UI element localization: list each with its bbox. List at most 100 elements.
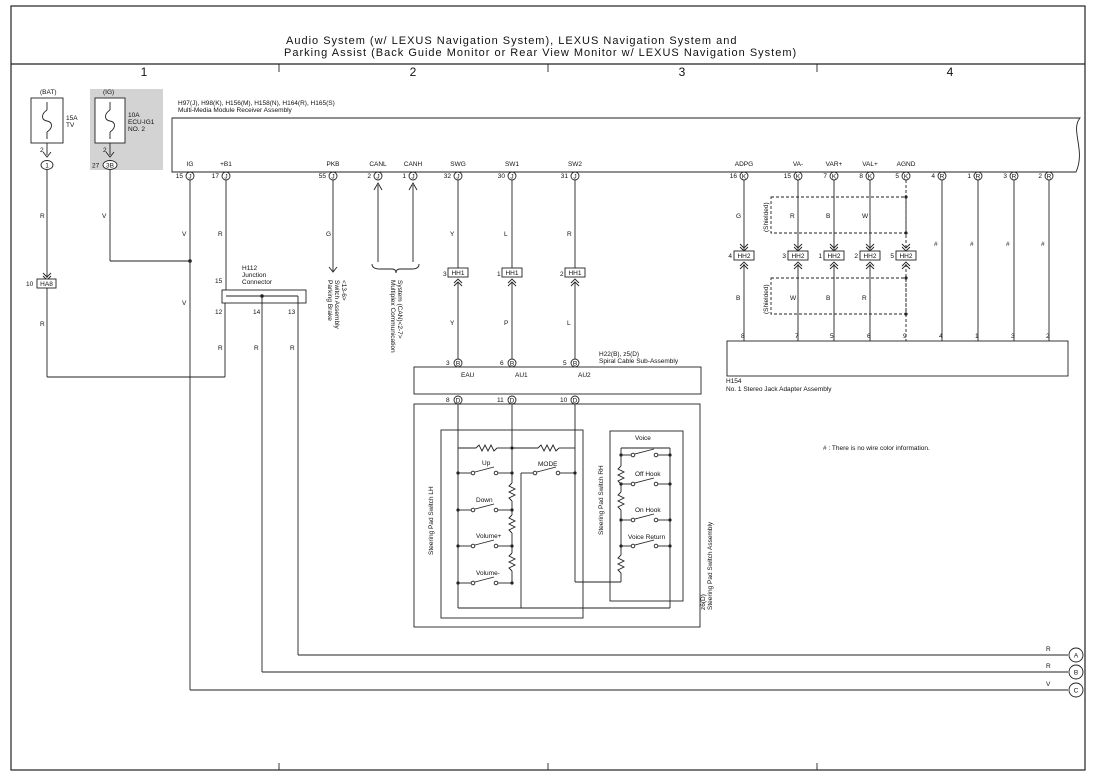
switch-label: Down [476, 497, 493, 504]
arrow-icon [373, 182, 383, 191]
column-ticks [278, 64, 818, 770]
brace [371, 263, 420, 274]
svg-text:2: 2 [1046, 333, 1050, 340]
svg-text:2: 2 [40, 147, 44, 154]
svg-text:31: 31 [561, 173, 569, 180]
svg-text:R: R [254, 345, 259, 352]
svg-text:15: 15 [176, 173, 184, 180]
switch-label: Voice Return [628, 534, 666, 541]
svg-text:Steering Pad Switch LH: Steering Pad Switch LH [428, 486, 435, 555]
switch: Voice Return [619, 534, 672, 549]
svg-text:SW1: SW1 [505, 161, 519, 168]
svg-text:Switch Assembly: Switch Assembly [333, 280, 340, 330]
svg-text:NO. 2: NO. 2 [128, 126, 145, 133]
svg-text:3: 3 [443, 271, 447, 278]
can-wires: Multiplex Communication System (CAN)<2-7… [371, 182, 420, 353]
svg-text:3: 3 [446, 360, 450, 367]
output-connector-label: A [1074, 653, 1079, 660]
svg-text:CANL: CANL [369, 161, 387, 168]
switch: Up [456, 460, 514, 476]
svg-text:#: # [1006, 241, 1010, 248]
svg-text:6: 6 [500, 360, 504, 367]
svg-text:R: R [1046, 663, 1051, 670]
svg-text:Multiplex Communication: Multiplex Communication [389, 280, 396, 353]
svg-text:J: J [456, 174, 459, 181]
svg-text:J: J [224, 174, 227, 181]
svg-text:K: K [904, 174, 909, 181]
arrow-icon [328, 266, 338, 273]
switch: Volume+ [456, 533, 514, 549]
svg-text:R: R [218, 345, 223, 352]
svg-text:CANH: CANH [404, 161, 423, 168]
svg-text:R: R [218, 231, 223, 238]
svg-text:R: R [976, 174, 981, 181]
svg-text:P: P [504, 320, 508, 327]
svg-text:K: K [868, 174, 873, 181]
svg-text:H154: H154 [726, 378, 742, 385]
receiver-assembly: H97(J), H98(K), H156(M), H158(N), H164(R… [171, 100, 1081, 173]
svg-text:PKB: PKB [326, 161, 339, 168]
svg-text:(Shielded): (Shielded) [763, 284, 770, 314]
svg-text:5: 5 [890, 253, 894, 260]
switch: On Hook [619, 507, 672, 523]
svg-text:1: 1 [45, 163, 49, 170]
svg-text:J: J [411, 174, 414, 181]
svg-text:R: R [567, 231, 572, 238]
svg-text:4: 4 [728, 253, 732, 260]
svg-text:Junction: Junction [242, 272, 267, 279]
svg-text:(BAT): (BAT) [40, 89, 57, 96]
svg-text:3: 3 [1011, 333, 1015, 340]
column-number: 1 [141, 65, 148, 79]
svg-text:SWG: SWG [450, 161, 466, 168]
connector-hh2: HH2 [899, 253, 912, 260]
diagram-title-line2: Parking Assist (Back Guide Monitor or Re… [284, 47, 797, 59]
svg-text:#: # [970, 241, 974, 248]
fuse-icon [42, 109, 52, 133]
svg-text:H97(J), H98(K), H156(M), H158(: H97(J), H98(K), H156(M), H158(N), H164(R… [178, 100, 335, 107]
svg-text:AU2: AU2 [578, 372, 591, 379]
svg-text:8: 8 [446, 397, 450, 404]
svg-text:11: 11 [497, 397, 504, 404]
svg-text:VAR+: VAR+ [826, 161, 843, 168]
svg-text:H22(B), z5(D): H22(B), z5(D) [599, 351, 639, 358]
pkb-wire: G Parking Brake Switch Assembly <13-6> [326, 180, 347, 330]
arrow-icon [105, 151, 115, 158]
svg-text:V: V [182, 300, 187, 307]
svg-text:Spiral Cable Sub-Assembly: Spiral Cable Sub-Assembly [599, 358, 679, 365]
svg-text:J: J [188, 174, 191, 181]
svg-text:#: # [1041, 241, 1045, 248]
svg-text:10: 10 [560, 397, 568, 404]
svg-text:R: R [1012, 174, 1017, 181]
svg-text:B: B [510, 361, 514, 368]
connector-hh1: HH1 [451, 270, 464, 277]
svg-text:System (CAN)<2-7>: System (CAN)<2-7> [396, 280, 403, 339]
connector-hh2: HH2 [791, 253, 804, 260]
svg-text:3: 3 [782, 253, 786, 260]
svg-text:K: K [832, 174, 837, 181]
svg-text:2: 2 [367, 173, 371, 180]
svg-text:VAL+: VAL+ [862, 161, 878, 168]
svg-text:12: 12 [215, 309, 223, 316]
fuse-icon [105, 109, 115, 133]
svg-text:W: W [790, 295, 797, 302]
svg-text:30: 30 [498, 173, 506, 180]
svg-text:IG: IG [187, 161, 194, 168]
svg-text:V: V [1046, 681, 1051, 688]
svg-text:V: V [182, 231, 187, 238]
svg-text:15: 15 [784, 173, 792, 180]
svg-text:TV: TV [66, 122, 75, 129]
svg-text:(Shielded): (Shielded) [763, 202, 770, 232]
svg-text:R: R [40, 321, 45, 328]
